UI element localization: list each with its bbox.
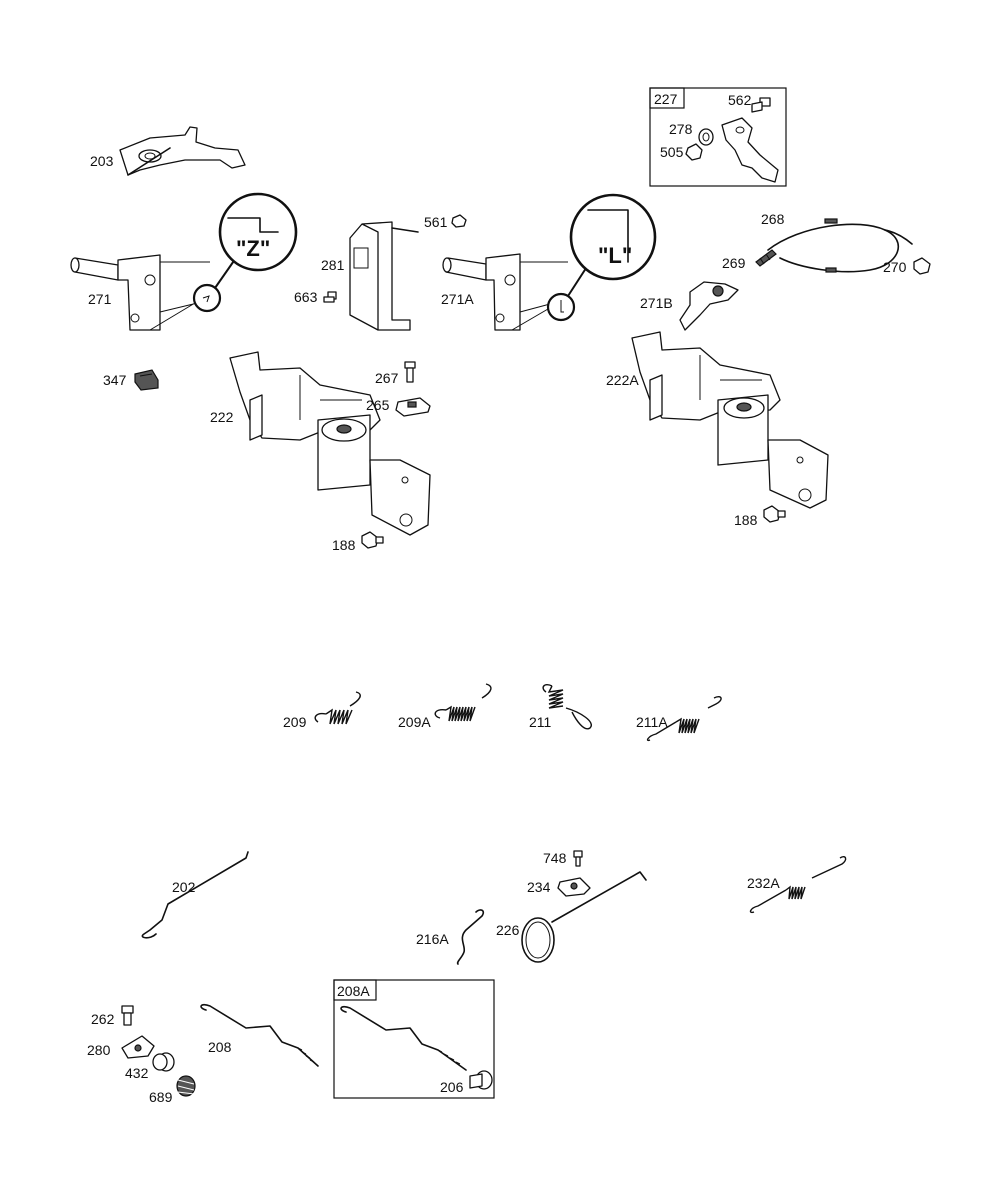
label-209A: 209A [398, 714, 431, 730]
part-278-washer [698, 128, 714, 146]
label-188-left: 188 [332, 537, 356, 553]
part-269-fitting [755, 249, 777, 267]
part-211A-spring [646, 695, 722, 742]
label-748: 748 [543, 850, 567, 866]
label-432: 432 [125, 1065, 149, 1081]
label-663: 663 [294, 289, 318, 305]
part-206-screw [469, 1070, 493, 1090]
part-271-lever [70, 254, 211, 331]
callout-l-circle [569, 193, 657, 281]
label-689: 689 [149, 1089, 173, 1105]
label-505: 505 [660, 144, 684, 160]
label-232A: 232A [747, 875, 780, 891]
label-269: 269 [722, 255, 746, 271]
part-663-screw [323, 291, 337, 303]
part-561-nut [451, 214, 467, 228]
label-216A: 216A [416, 931, 449, 947]
part-689-spring [176, 1075, 196, 1097]
label-270: 270 [883, 259, 907, 275]
label-226: 226 [496, 922, 520, 938]
part-211-spring [542, 683, 592, 730]
label-262: 262 [91, 1011, 115, 1027]
part-208A-rod [340, 1005, 467, 1071]
label-265: 265 [366, 397, 390, 413]
part-347-clip [134, 369, 159, 391]
part-222A-bracket [631, 331, 829, 509]
box-208A [333, 979, 495, 1099]
zoom-marker-z [192, 283, 222, 313]
part-203-plate [119, 126, 246, 176]
label-188-right: 188 [734, 512, 758, 528]
label-562: 562 [728, 92, 752, 108]
part-562-screw [751, 97, 771, 113]
label-203: 203 [90, 153, 114, 169]
callout-z-circle [218, 192, 298, 272]
part-209-spring [314, 691, 361, 725]
part-505-nut [685, 143, 703, 161]
label-278: 278 [669, 121, 693, 137]
part-267-screw [404, 361, 416, 383]
part-232A-spring [749, 855, 847, 914]
part-234-clip [557, 877, 591, 897]
part-202-rod [141, 851, 249, 939]
label-267: 267 [375, 370, 399, 386]
label-208A: 208A [337, 983, 370, 999]
part-209A-spring [434, 683, 492, 722]
part-188-screw-left [361, 531, 384, 549]
label-208: 208 [208, 1039, 232, 1055]
part-280-clamp [121, 1035, 155, 1059]
part-281-bracket [349, 221, 419, 331]
label-211A: 211A [636, 714, 668, 730]
part-270-nut [913, 257, 931, 275]
label-209: 209 [283, 714, 307, 730]
part-265-clamp [395, 397, 431, 417]
part-188-screw-right [763, 505, 786, 523]
part-271A-lever [442, 253, 568, 331]
label-222: 222 [210, 409, 234, 425]
label-211: 211 [529, 714, 552, 730]
callout-l-label: "L" [598, 243, 632, 268]
label-271: 271 [88, 291, 112, 307]
part-271B-lever [679, 281, 739, 331]
label-271A: 271A [441, 291, 474, 307]
part-432-bushing [152, 1052, 175, 1072]
part-227-bracket [721, 117, 779, 183]
label-268: 268 [761, 211, 785, 227]
box-227 [649, 87, 787, 187]
box-227-tab [649, 87, 685, 109]
label-281: 281 [321, 257, 345, 273]
label-234: 234 [527, 879, 551, 895]
label-280: 280 [87, 1042, 111, 1058]
part-748-screw [573, 850, 583, 867]
label-227: 227 [654, 91, 678, 107]
label-271B: 271B [640, 295, 673, 311]
part-226-rod [521, 871, 647, 963]
label-206: 206 [440, 1079, 464, 1095]
box-208A-tab [333, 979, 377, 1001]
part-268-cable [767, 218, 913, 273]
label-202: 202 [172, 879, 196, 895]
part-262-screw [121, 1005, 134, 1026]
part-216A-spring-link [456, 909, 485, 965]
label-347: 347 [103, 372, 127, 388]
label-561: 561 [424, 214, 448, 230]
part-222-bracket [229, 351, 431, 536]
callout-z-label: "Z" [236, 236, 270, 261]
part-208-rod [200, 1003, 319, 1067]
label-222A: 222A [606, 372, 639, 388]
